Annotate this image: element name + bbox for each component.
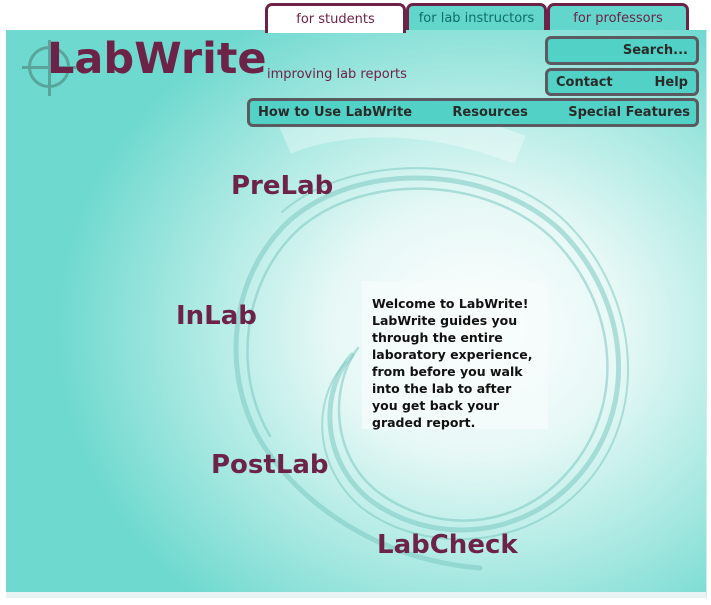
crosshair-vertical	[48, 40, 51, 96]
tab-students[interactable]: for students	[265, 3, 406, 33]
tab-professors-label: for professors	[573, 10, 663, 26]
help-link[interactable]: Help	[654, 74, 688, 90]
labcheck-link[interactable]: LabCheck	[377, 530, 518, 560]
prelab-link[interactable]: PreLab	[231, 171, 334, 201]
welcome-text: Welcome to LabWrite! LabWrite guides you…	[372, 296, 533, 430]
tab-students-label: for students	[296, 12, 375, 27]
tagline: improving lab reports	[267, 67, 407, 82]
nav-resources[interactable]: Resources	[452, 105, 528, 120]
nav-how-to-use[interactable]: How to Use LabWrite	[258, 105, 413, 120]
inlab-link[interactable]: InLab	[176, 301, 257, 331]
logo-wordmark: LabWrite	[47, 34, 267, 84]
tab-lab-instructors-label: for lab instructors	[418, 10, 535, 26]
nav-special-features[interactable]: Special Features	[568, 105, 690, 120]
postlab-link[interactable]: PostLab	[211, 450, 329, 480]
tab-professors[interactable]: for professors	[547, 3, 689, 30]
tab-lab-instructors[interactable]: for lab instructors	[406, 3, 547, 30]
contact-link[interactable]: Contact	[556, 74, 613, 90]
main-nav: How to Use LabWrite Resources Special Fe…	[247, 98, 699, 127]
utility-bar: Contact Help	[545, 68, 699, 96]
search-label: Search...	[622, 43, 688, 58]
welcome-box: Welcome to LabWrite! LabWrite guides you…	[362, 281, 548, 430]
search-button[interactable]: Search...	[545, 36, 699, 65]
